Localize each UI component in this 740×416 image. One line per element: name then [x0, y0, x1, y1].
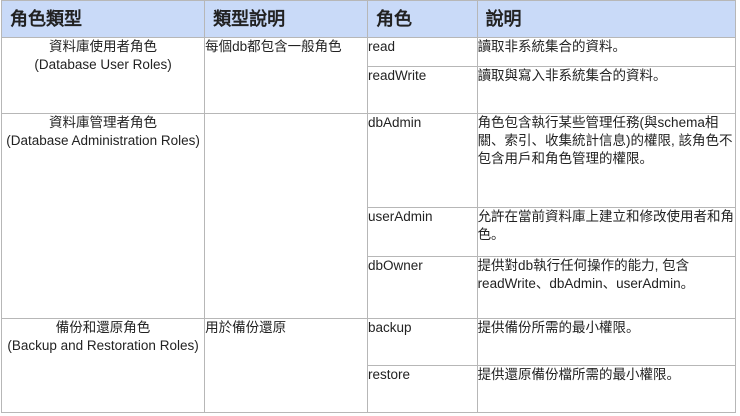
header-type-description: 類型說明: [204, 0, 368, 38]
role-type-cell: 備份和還原角色 (Backup and Restoration Roles): [0, 318, 206, 413]
role-type-en: (Database Administration Roles): [6, 133, 200, 148]
table-row: 備份和還原角色 (Backup and Restoration Roles) 用…: [0, 318, 737, 413]
role-description: 提供對db執行任何操作的能力, 包含readWrite、dbAdmin、user…: [476, 256, 737, 319]
role-name: dbAdmin: [366, 113, 478, 208]
header-row: 角色類型 類型說明 角色 說明: [0, 0, 737, 38]
role-type-cell: 資料庫使用者角色 (Database User Roles): [0, 37, 206, 114]
type-description-cell: [204, 113, 368, 319]
role-description: 允許在當前資料庫上建立和修改使用者和角色。: [476, 207, 737, 257]
role-type-cell: 資料庫管理者角色 (Database Administration Roles): [0, 113, 206, 319]
table-row: dbOwner 提供對db執行任何操作的能力, 包含readWrite、dbAd…: [2, 256, 737, 319]
table-row: restore 提供還原備份檔所需的最小權限。: [2, 365, 737, 413]
header-description: 說明: [476, 0, 737, 38]
role-name: read: [366, 37, 478, 67]
type-description-cell: 每個db都包含一般角色: [204, 37, 368, 114]
role-name: readWrite: [366, 66, 478, 114]
header-role: 角色: [366, 0, 478, 38]
role-type-zh: 資料庫使用者角色: [49, 39, 158, 54]
table-row: readWrite 讀取與寫入非系統集合的資料。: [2, 66, 737, 114]
role-name: restore: [366, 365, 478, 413]
role-type-en: (Database User Roles): [34, 57, 172, 72]
role-name: dbOwner: [366, 256, 478, 319]
role-name: backup: [366, 318, 478, 366]
table-row: userAdmin 允許在當前資料庫上建立和修改使用者和角色。: [2, 207, 737, 257]
type-description-cell: 用於備份還原: [204, 318, 368, 413]
role-description: 讀取與寫入非系統集合的資料。: [476, 66, 737, 114]
header-role-type: 角色類型: [0, 0, 206, 38]
role-type-en: (Backup and Restoration Roles): [7, 338, 199, 353]
role-description: 提供備份所需的最小權限。: [476, 318, 737, 366]
role-type-zh: 資料庫管理者角色: [49, 115, 158, 130]
table-row: 資料庫使用者角色 (Database User Roles) 每個db都包含一般…: [0, 37, 737, 114]
role-description: 讀取非系統集合的資料。: [476, 37, 737, 67]
role-name: userAdmin: [366, 207, 478, 257]
role-type-zh: 備份和還原角色: [55, 320, 151, 335]
role-description: 提供還原備份檔所需的最小權限。: [476, 365, 737, 413]
table-row: 資料庫管理者角色 (Database Administration Roles)…: [0, 113, 737, 319]
role-description: 角色包含執行某些管理任務(與schema相關、索引、收集統計信息)的權限, 該角…: [476, 113, 737, 208]
